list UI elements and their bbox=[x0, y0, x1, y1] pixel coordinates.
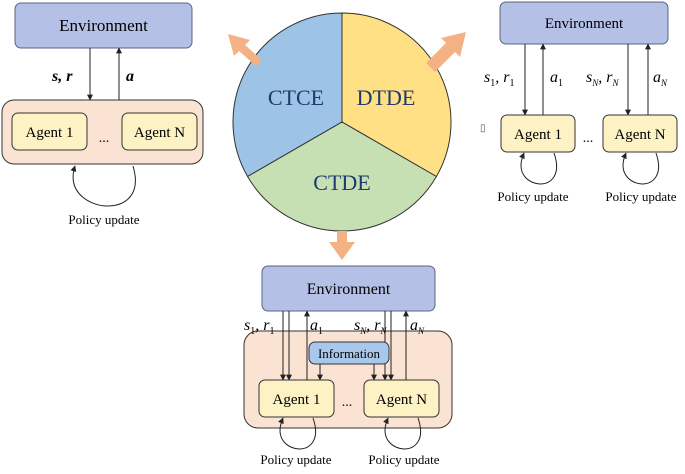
dtde-agent-n-policy-loop bbox=[621, 152, 660, 185]
pie-label-ctce: CTCE bbox=[268, 85, 324, 110]
ctce-agent-ellipsis: ... bbox=[99, 131, 110, 146]
ctce-policy-loop bbox=[70, 165, 136, 207]
dtde-agent-n-box bbox=[602, 114, 678, 153]
ctde-information-label: Information bbox=[318, 346, 381, 361]
block-arrow-to-ctce bbox=[228, 34, 262, 66]
ctde-agent-n-box bbox=[363, 379, 440, 418]
dtde-environment-label: Environment bbox=[545, 16, 624, 32]
ctde-agent-1-label: Agent 1 bbox=[273, 392, 321, 408]
dtde-a1-label: a1 bbox=[550, 69, 563, 89]
dtde-agent-1-box bbox=[500, 114, 576, 153]
ctde-s1-r1-label: s1, r1 bbox=[244, 317, 274, 337]
dtde-agent-1-label: Agent 1 bbox=[514, 127, 562, 143]
ctde-panel: Environment s1, r1 a1 sN, rN aN Informat… bbox=[243, 265, 453, 467]
ctde-environment-label: Environment bbox=[307, 281, 391, 298]
ctde-environment-box bbox=[261, 265, 436, 312]
ctce-panel: Environment s, r a Agent 1 ... Agent N P… bbox=[1, 2, 204, 227]
dtde-sn-rn-label: sN, rN bbox=[586, 69, 619, 88]
block-arrow-to-ctde bbox=[329, 231, 355, 260]
ctde-agent-n-policy-loop bbox=[383, 417, 422, 450]
dtde-panel: Environment s1, r1 a1 sN, rN aN ▯ Agent … bbox=[480, 1, 678, 204]
pie-slice-ctde bbox=[246, 121, 438, 232]
ctce-agent-n-label: Agent N bbox=[134, 125, 185, 141]
ctde-information-box bbox=[308, 341, 390, 365]
ctce-action-label: a bbox=[126, 68, 134, 85]
pie-slice-ctce bbox=[232, 12, 343, 178]
ctce-environment-label: Environment bbox=[59, 16, 148, 35]
block-arrow-to-dtde bbox=[426, 32, 466, 72]
ctce-agent-n-box bbox=[121, 112, 198, 151]
ctce-environment-box bbox=[14, 2, 193, 49]
ctde-agent-1-box bbox=[258, 379, 335, 418]
ctde-agent-n-policy-update-label: Policy update bbox=[368, 452, 439, 467]
dtde-agent-1-policy-loop bbox=[519, 152, 558, 185]
dtde-agent-ellipsis: ... bbox=[583, 131, 594, 146]
ctce-agent-1-box bbox=[11, 112, 88, 151]
ctce-state-reward-label: s, r bbox=[51, 68, 73, 85]
pie-label-ctde: CTDE bbox=[313, 170, 370, 195]
ctde-a1-label: a1 bbox=[310, 317, 323, 337]
dtde-s1-r1-label: s1, r1 bbox=[484, 69, 514, 89]
pie-label-dtde: DTDE bbox=[357, 85, 416, 110]
dtde-agent-1-policy-update-label: Policy update bbox=[497, 189, 568, 204]
ctde-agent-1-policy-update-label: Policy update bbox=[260, 452, 331, 467]
ctde-an-label: aN bbox=[410, 317, 425, 336]
ctce-agent-1-label: Agent 1 bbox=[26, 125, 74, 141]
dtde-environment-box bbox=[499, 1, 669, 45]
ctde-agent-1-policy-loop bbox=[278, 417, 317, 450]
dtde-an-label: aN bbox=[653, 69, 668, 88]
dtde-agent-n-label: Agent N bbox=[614, 127, 665, 143]
dtde-stray-glyph: ▯ bbox=[480, 123, 486, 134]
ctde-agent-ellipsis: ... bbox=[342, 395, 353, 410]
ctce-policy-update-label: Policy update bbox=[68, 212, 139, 227]
ctde-agent-n-label: Agent N bbox=[376, 392, 427, 408]
ctde-sn-rn-label: sN, rN bbox=[354, 317, 387, 336]
dtde-agent-n-policy-update-label: Policy update bbox=[605, 189, 676, 204]
paradigm-pie: CTCE DTDE CTDE bbox=[232, 12, 452, 232]
